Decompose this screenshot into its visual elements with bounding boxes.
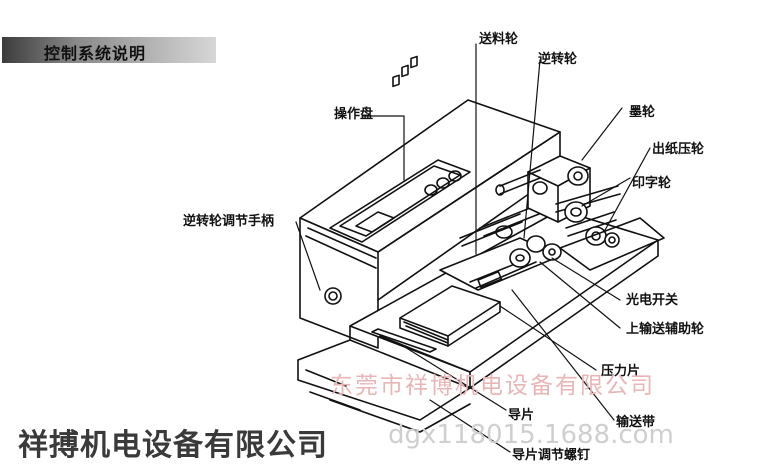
label-reverse-wheel: 逆转轮 — [538, 52, 578, 67]
leader-upper-aux — [539, 261, 621, 329]
watermark-company: 东莞市祥博机电设备有限公司 — [330, 373, 655, 399]
print-wheel — [564, 201, 588, 223]
guide-plate — [371, 328, 437, 353]
watermark-url: dgx118015.1688.com — [388, 420, 674, 450]
leader-pressure-plate — [499, 305, 597, 371]
machine-right-face — [377, 131, 561, 301]
leader-control-panel — [361, 115, 405, 181]
control-panel-plate — [329, 159, 471, 243]
leader-guide-plate — [399, 343, 507, 411]
display-window — [355, 211, 395, 233]
knob — [448, 170, 462, 182]
label-print-wheel: 印字轮 — [632, 176, 672, 191]
knob — [424, 184, 438, 196]
section-title: 控制系统说明 — [44, 44, 147, 63]
label-pressure-plate: 压力片 — [601, 364, 641, 379]
section-title-bar — [2, 37, 216, 63]
label-feed-wheel: 送料轮 — [479, 32, 519, 47]
label-conveyor-belt: 输送带 — [616, 415, 656, 430]
leader-guide-screw — [429, 399, 511, 453]
label-reverse-handle: 逆转轮调节手柄 — [183, 214, 275, 229]
label-photo-switch: 光电开关 — [626, 293, 679, 308]
label-guide-plate: 导片 — [508, 408, 535, 423]
leader-print-wheel — [581, 177, 631, 207]
company-name: 祥搏机电设备有限公司 — [18, 428, 328, 463]
leader-paper-press — [603, 147, 651, 233]
label-upper-aux-wheel: 上输送辅助轮 — [626, 322, 705, 337]
leader-ink-wheel — [581, 107, 623, 161]
leader-reverse-handle — [295, 221, 321, 291]
leader-reverse-wheel — [523, 59, 541, 239]
label-control-panel: 操作盘 — [334, 107, 374, 122]
label-ink-wheel: 墨轮 — [629, 105, 656, 120]
ink-wheel — [567, 166, 589, 186]
reverse-handle-knob — [324, 287, 342, 305]
leader-photo-switch — [551, 257, 621, 301]
leader-conveyor — [511, 289, 615, 421]
paper-press-wheel — [585, 226, 607, 246]
label-guide-screw: 导片调节螺钉 — [512, 448, 591, 463]
knob — [436, 177, 450, 189]
output-tray — [559, 217, 665, 271]
label-paper-press-wheel: 出纸压轮 — [652, 142, 705, 157]
